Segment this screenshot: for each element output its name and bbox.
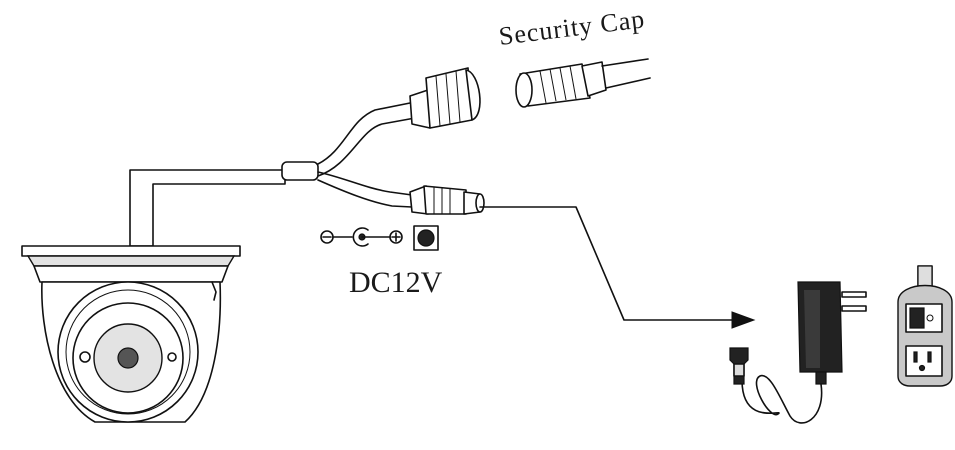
- dc-power-jack-icon: [409, 185, 485, 215]
- connection-arrow: [479, 206, 756, 329]
- rj45-connector-icon: [409, 67, 481, 129]
- security-cap-icon: [515, 58, 651, 108]
- power-adapter-icon: [729, 281, 867, 424]
- wall-outlet-icon: [897, 265, 953, 387]
- dc-voltage-label: DC12V: [349, 266, 443, 299]
- security-cap-label: Security Cap: [497, 4, 646, 51]
- dome-camera-icon: [21, 169, 286, 423]
- polarity-symbol-icon: [320, 225, 439, 251]
- pigtail-cable: [281, 101, 416, 208]
